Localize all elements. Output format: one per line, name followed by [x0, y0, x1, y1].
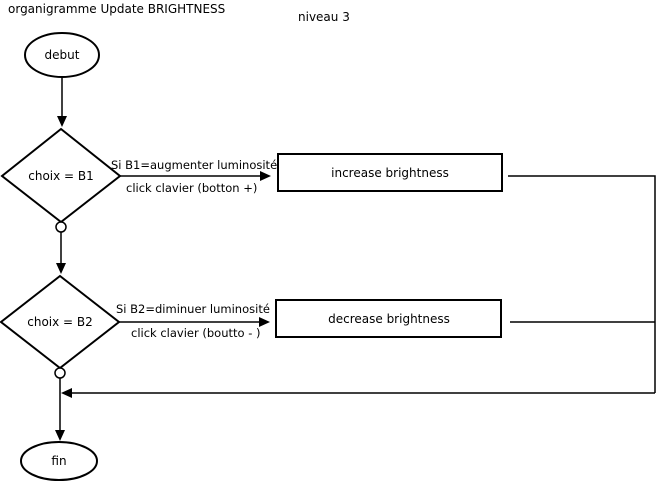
junction-dot	[55, 221, 67, 233]
process-decrease-label: decrease brightness	[328, 312, 450, 326]
decision-b1-label: choix = B1	[28, 169, 94, 183]
action-b2-text: click clavier (boutto - )	[131, 326, 261, 340]
arrowhead	[259, 317, 270, 327]
connector-b2-to-decrease	[119, 317, 270, 327]
process-increase-label: increase brightness	[331, 166, 449, 180]
connector-merge-line	[61, 388, 655, 398]
condition-b1-text: Si B1=augmenter luminosité	[111, 158, 277, 172]
decision-b1: choix = B1	[0, 127, 122, 224]
level-label: niveau 3	[298, 10, 350, 24]
end-node: fin	[20, 441, 98, 481]
connector-increase-return	[508, 175, 656, 393]
start-node: debut	[24, 32, 100, 78]
arrowhead	[56, 263, 66, 274]
end-label: fin	[51, 454, 66, 468]
decision-b2: choix = B2	[0, 274, 121, 370]
diagram-title: organigramme Update BRIGHTNESS	[8, 2, 225, 16]
arrowhead	[260, 171, 271, 181]
process-decrease-brightness: decrease brightness	[275, 299, 502, 338]
connector-decision2-to-end	[54, 367, 66, 441]
junction-dot	[54, 367, 66, 379]
condition-b2-text: Si B2=diminuer luminosité	[116, 302, 270, 316]
start-label: debut	[45, 48, 80, 62]
process-increase-brightness: increase brightness	[277, 153, 503, 192]
action-b1-text: click clavier (botton +)	[126, 181, 257, 195]
connector-b1-to-increase	[120, 171, 271, 181]
arrowhead	[57, 116, 67, 127]
connector-decision1-to-decision2	[55, 221, 67, 274]
decision-b2-label: choix = B2	[27, 315, 93, 329]
arrowhead	[55, 430, 65, 441]
connector-start-to-decision1	[57, 77, 67, 127]
arrowhead	[61, 388, 72, 398]
